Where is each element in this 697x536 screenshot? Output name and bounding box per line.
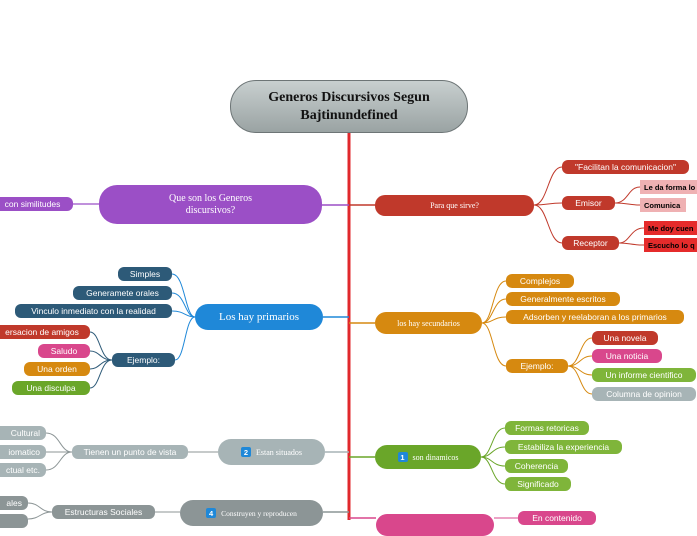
subtopic-adsorben[interactable]: Adsorben y reelaboran a los primarios xyxy=(506,310,684,324)
subtopic-facilitan[interactable]: "Facilitan la comunicacion" xyxy=(562,160,689,174)
subtopic-significado[interactable]: Significado xyxy=(505,477,571,491)
number-badge-icon: 4 xyxy=(206,508,217,518)
subtopic-cultural[interactable]: Cultural xyxy=(0,426,46,440)
topic-estan-situados[interactable]: 2 Estan situados xyxy=(218,439,325,465)
subtopic-cut-off[interactable] xyxy=(0,514,28,528)
emisor-da-forma[interactable]: Le da forma lo xyxy=(640,180,697,194)
receptor-me-doy-cuenta[interactable]: Me doy cuen xyxy=(644,221,697,235)
number-badge-icon: 1 xyxy=(397,452,408,462)
subtopic-estructuras-sociales[interactable]: Estructuras Sociales xyxy=(52,505,155,519)
emisor-comunica[interactable]: Comunica xyxy=(640,198,686,212)
subtopic-coherencia[interactable]: Coherencia xyxy=(505,459,568,473)
example-una-disculpa[interactable]: Una disculpa xyxy=(12,381,90,395)
connector-lines xyxy=(27,133,645,520)
example-saludo[interactable]: Saludo xyxy=(38,344,90,358)
topic-los-hay-primarios[interactable]: Los hay primarios xyxy=(195,304,323,330)
subtopic-con-similitudes[interactable]: con similitudes xyxy=(0,197,73,211)
que-son-label-line1: Que son los Generos xyxy=(168,192,253,204)
son-dinamicos-label: son dinamicos xyxy=(412,452,459,462)
subtopic-ejemplo-primarios[interactable]: Ejemplo: xyxy=(112,353,175,367)
topic-construyen[interactable]: 4 Construyen y reproducen xyxy=(180,500,323,526)
subtopic-ejemplo-secundarios[interactable]: Ejemplo: xyxy=(506,359,568,373)
example-una-noticia[interactable]: Una noticia xyxy=(592,349,662,363)
subtopic-emisor[interactable]: Emisor xyxy=(562,196,615,210)
subtopic-idiomatico[interactable]: iomatico xyxy=(0,445,46,459)
subtopic-punto-de-vista[interactable]: Tienen un punto de vista xyxy=(72,445,188,459)
example-informe-cientifico[interactable]: Un informe cientifico xyxy=(592,368,696,382)
central-title-line2: Bajtinundefined xyxy=(300,107,398,123)
example-conversacion[interactable]: ersacion de amigos xyxy=(0,325,90,339)
receptor-escucho[interactable]: Escucho lo q xyxy=(644,238,697,252)
central-title-line1: Generos Discursivos Segun xyxy=(268,89,430,105)
topic-bottom-pink[interactable] xyxy=(376,514,494,536)
subtopic-simples[interactable]: Simples xyxy=(118,267,172,281)
subtopic-receptor[interactable]: Receptor xyxy=(562,236,619,250)
que-son-label-line2: discursivos? xyxy=(185,204,236,216)
subtopic-generalmente-escritos[interactable]: Generalmente escritos xyxy=(506,292,620,306)
example-columna-opinion[interactable]: Columna de opinion xyxy=(592,387,696,401)
topic-son-dinamicos[interactable]: 1 son dinamicos xyxy=(375,445,481,469)
subtopic-formas-retoricas[interactable]: Formas retoricas xyxy=(505,421,589,435)
example-una-novela[interactable]: Una novela xyxy=(592,331,658,345)
subtopic-estabiliza[interactable]: Estabiliza la experiencia xyxy=(505,440,622,454)
subtopic-contextual[interactable]: ctual etc. xyxy=(0,463,46,477)
example-una-orden[interactable]: Una orden xyxy=(24,362,90,376)
topic-los-hay-secundarios[interactable]: los hay secundarios xyxy=(375,312,482,334)
number-badge-icon: 2 xyxy=(241,447,251,457)
subtopic-en-contenido[interactable]: En contenido xyxy=(518,511,596,525)
construyen-label: Construyen y reproducen xyxy=(221,508,297,518)
subtopic-sociales[interactable]: ales xyxy=(0,496,28,510)
estan-situados-label: Estan situados xyxy=(256,447,302,457)
subtopic-generamete-orales[interactable]: Generamete orales xyxy=(73,286,172,300)
subtopic-complejos[interactable]: Complejos xyxy=(506,274,574,288)
subtopic-vinculo-inmediato[interactable]: Vinculo inmediato con la realidad xyxy=(15,304,172,318)
topic-para-que-sirve[interactable]: Para que sirve? xyxy=(375,195,534,216)
